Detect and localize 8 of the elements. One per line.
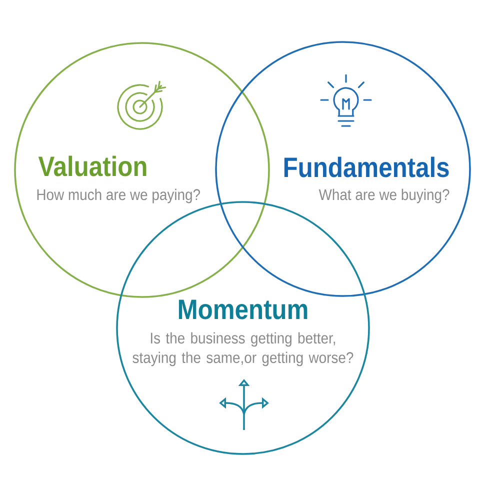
venn-circle [14,42,270,298]
heading: Momentum [178,300,308,320]
question-text: How much are we paying? [37,188,200,204]
heading: Fundamentals [284,156,449,178]
question-text: What are we buying? [318,188,450,204]
heading: Valuation [38,156,146,176]
question-text: Is the business getting better, staying the same,or getting worse? [132,332,354,366]
venn-circle [215,41,471,297]
